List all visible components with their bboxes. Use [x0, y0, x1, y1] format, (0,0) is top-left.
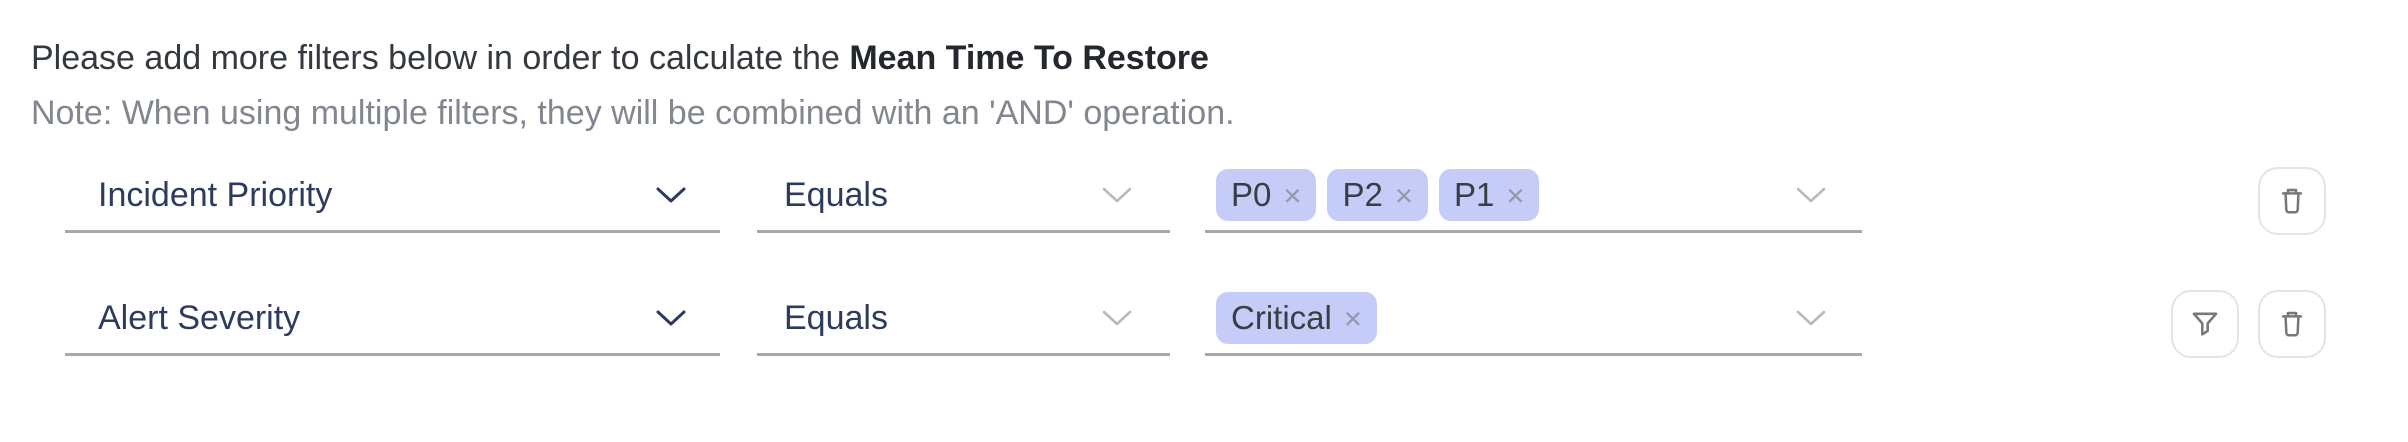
values-select[interactable]: P0 × P2 × P1 × [1205, 160, 1862, 233]
field-select-value: Incident Priority [98, 175, 333, 214]
value-chip-label: Critical [1231, 299, 1332, 336]
chevron-down-icon [1796, 309, 1826, 327]
note-text: Note: When using multiple filters, they … [31, 94, 1235, 132]
metric-name: Mean Time To Restore [849, 39, 1209, 77]
delete-filter-button[interactable] [2258, 167, 2326, 235]
chip-remove-icon[interactable]: × [1343, 300, 1362, 336]
value-chip-label: P0 [1231, 176, 1272, 213]
field-select[interactable]: Incident Priority [65, 160, 720, 233]
chip-remove-icon[interactable]: × [1283, 177, 1302, 213]
value-chip-label: P1 [1453, 176, 1495, 213]
value-chip: P1 × [1438, 169, 1540, 221]
filter-row: Alert Severity Equals Critical × [0, 283, 2408, 358]
value-chip: Critical × [1216, 292, 1377, 344]
operator-select[interactable]: Equals [757, 160, 1170, 233]
selected-values: Critical × [1216, 292, 1377, 344]
chip-remove-icon[interactable]: × [1506, 177, 1525, 213]
value-chip: P2 × [1327, 169, 1428, 221]
chevron-down-icon [1102, 186, 1132, 204]
trash-icon [2274, 306, 2310, 342]
operator-select[interactable]: Equals [757, 283, 1170, 356]
field-select-value: Alert Severity [98, 298, 301, 337]
filter-funnel-icon [2187, 306, 2223, 342]
trash-icon [2274, 183, 2310, 219]
field-select[interactable]: Alert Severity [65, 283, 720, 356]
selected-values: P0 × P2 × P1 × [1216, 169, 1540, 221]
filter-row: Incident Priority Equals P0 × P2 × [0, 160, 2408, 235]
instructions-text: Please add more filters below in order t… [31, 38, 1209, 79]
chip-remove-icon[interactable]: × [1394, 177, 1413, 213]
chevron-down-icon [656, 309, 686, 327]
operator-select-value: Equals [784, 298, 888, 337]
values-select[interactable]: Critical × [1205, 283, 1862, 356]
value-chip-label: P2 [1342, 176, 1383, 213]
chevron-down-icon [1102, 309, 1132, 327]
chevron-down-icon [656, 186, 686, 204]
delete-filter-button[interactable] [2258, 290, 2326, 358]
value-chip: P0 × [1216, 169, 1317, 221]
operator-select-value: Equals [784, 175, 888, 214]
instructions-intro: Please add more filters below in order t… [31, 39, 850, 77]
apply-filter-button[interactable] [2171, 290, 2239, 358]
chevron-down-icon [1796, 186, 1826, 204]
